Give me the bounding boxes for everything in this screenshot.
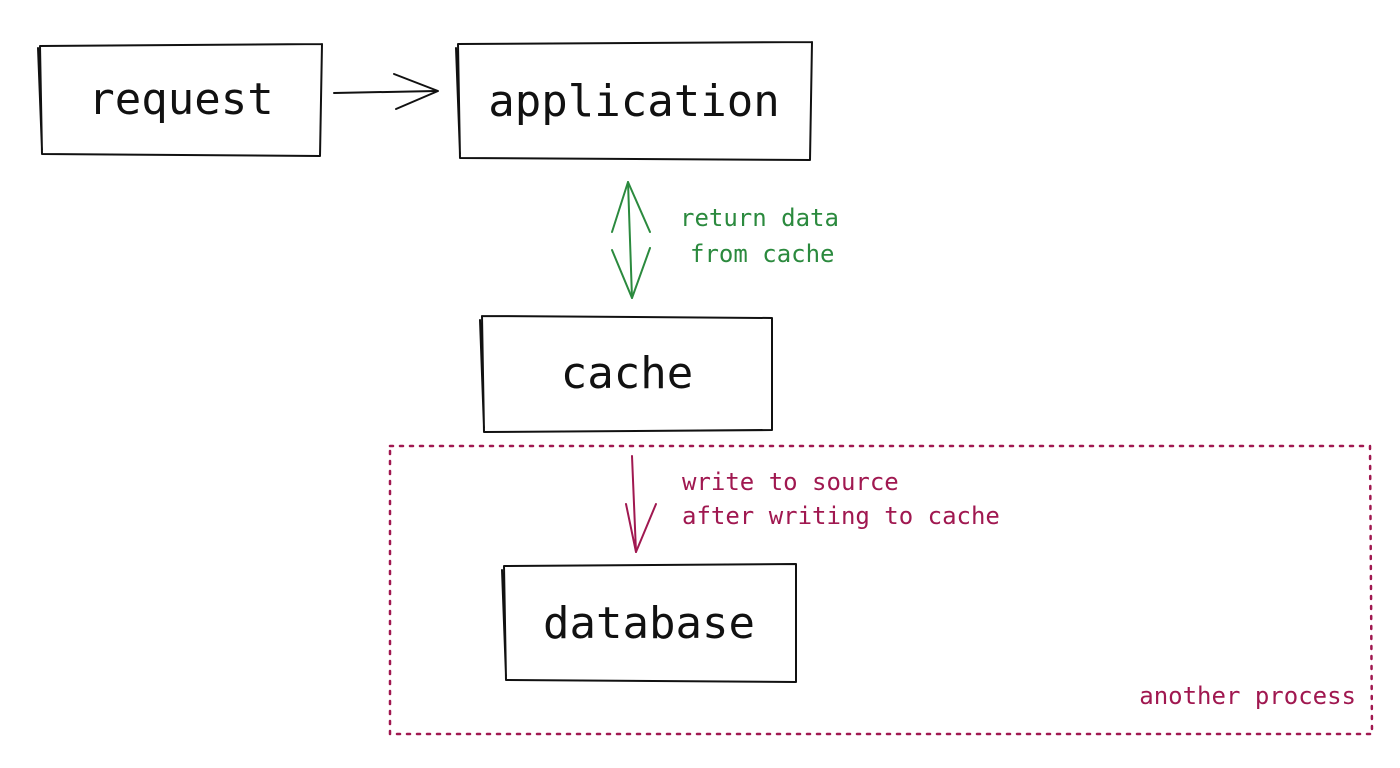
cache-db-edge-label: write to source after writing to cache (682, 468, 1000, 530)
application-label: application (488, 76, 779, 127)
region-label: another process (1139, 682, 1356, 710)
cache-node: cache (479, 315, 773, 433)
request-to-application-arrow (333, 73, 439, 110)
another-process-region: another process (388, 444, 1374, 736)
request-node: request (37, 43, 323, 157)
cache-db-label-line-1: write to source (682, 468, 899, 496)
app-cache-edge-label: return data from cache (680, 204, 853, 268)
cache-to-database-arrow (625, 455, 657, 553)
cache-db-label-line-2: after writing to cache (682, 502, 1000, 530)
app-cache-label-line-2: from cache (690, 240, 835, 268)
application-cache-arrow (611, 181, 651, 299)
request-label: request (88, 74, 273, 125)
application-node: application (455, 41, 813, 161)
database-label: database (543, 598, 755, 649)
database-node: database (501, 563, 797, 683)
cache-label: cache (561, 348, 693, 399)
app-cache-label-line-1: return data (680, 204, 839, 232)
